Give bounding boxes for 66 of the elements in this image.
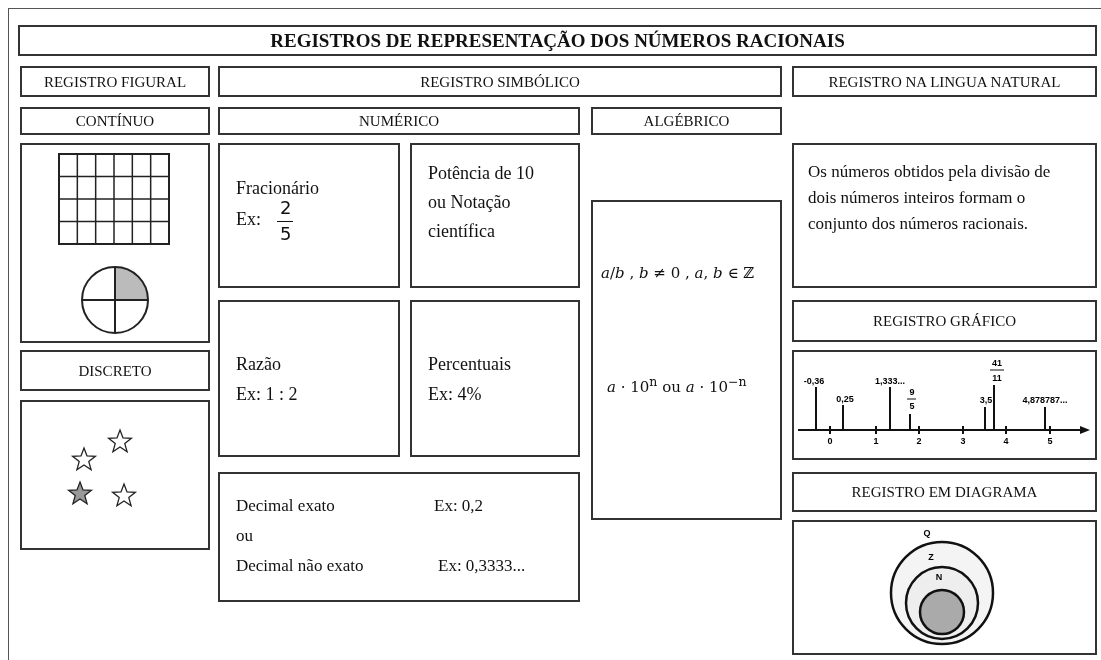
- fraction-numerator: 2: [280, 197, 292, 218]
- figure-panel: [20, 400, 210, 550]
- number-label: 9: [909, 387, 915, 397]
- category-label: Decimal exato: [236, 496, 335, 516]
- column-header: ALGÉBRICO: [642, 112, 731, 130]
- example-label: Ex: 1 : 2: [236, 384, 298, 405]
- header-box: [20, 350, 210, 391]
- formula: a · 10$^{n}$ ou a · 10$^{−n}$: [607, 374, 747, 396]
- example-label: Ex: 0,2: [434, 496, 484, 516]
- column-header: REGISTRO GRÁFICO: [872, 312, 1017, 330]
- set-label: Z: [928, 552, 934, 562]
- definition-card: [792, 143, 1097, 288]
- column-header: REGISTRO EM DIAGRAMA: [850, 483, 1039, 501]
- category-label: Decimal não exato: [236, 556, 364, 576]
- column-header: CONTÍNUO: [74, 112, 156, 130]
- connective-word: ou: [236, 526, 253, 546]
- header-box: [792, 66, 1097, 97]
- header-box: [792, 472, 1097, 512]
- number-line-panel: [792, 350, 1097, 460]
- set-label: Q: [923, 528, 931, 538]
- column-header: REGISTRO SIMBÓLICO: [419, 73, 581, 90]
- header-box: [20, 107, 210, 135]
- example-card: [218, 143, 400, 288]
- number-label: 41: [992, 358, 1002, 368]
- example-card: [218, 300, 400, 457]
- example-label: Ex: 4%: [428, 384, 482, 405]
- fraction-denominator: 5: [280, 223, 292, 244]
- number-label: 5: [909, 401, 915, 411]
- category-label: Razão: [236, 354, 281, 375]
- example-card: [218, 472, 580, 602]
- number-label: 3,5: [979, 395, 993, 405]
- formula: a/b , b ≠ 0 , a, b ∈ ℤ: [601, 264, 755, 282]
- set-label: N: [935, 572, 943, 582]
- example-card: [410, 143, 580, 288]
- title: REGISTROS DE REPRESENTAÇÃO DOS NÚMEROS RACIONAIS: [269, 30, 846, 52]
- header-box: [792, 300, 1097, 342]
- category-label: Percentuais: [428, 354, 511, 375]
- definition-text: Os números obtidos pela divisão de dois números inteiros formam o conjunto dos números racionais.: [808, 161, 1052, 235]
- figure-panel: [20, 143, 210, 343]
- number-label: 3: [960, 436, 966, 446]
- formula-card: [591, 200, 782, 520]
- figure-panel: [792, 520, 1097, 655]
- example-label: Ex: 0,3333...: [438, 556, 526, 576]
- number-label: 1,333...: [875, 376, 905, 386]
- column-header: DISCRETO: [77, 362, 153, 379]
- number-label: 0,25: [836, 394, 854, 404]
- number-label: 5: [1047, 436, 1053, 446]
- number-label: 4,878787...: [1022, 395, 1068, 405]
- example-card: [410, 300, 580, 457]
- number-label: -0,36: [803, 376, 825, 386]
- column-header: REGISTRO FIGURAL: [42, 73, 188, 90]
- header-box: [218, 107, 580, 135]
- header-box: [591, 107, 782, 135]
- title-box: [18, 25, 1097, 56]
- number-label: 11: [992, 373, 1002, 383]
- header-box: [218, 66, 782, 97]
- column-header: REGISTRO NA LINGUA NATURAL: [827, 73, 1062, 90]
- number-label: 0: [827, 436, 833, 446]
- category-label: Fracionário: [236, 178, 319, 199]
- number-label: 2: [916, 436, 922, 446]
- header-box: [20, 66, 210, 97]
- column-header: NUMÉRICO: [358, 112, 440, 130]
- category-label: Potência de 10 ou Notação científica: [428, 162, 535, 243]
- number-label: 4: [1003, 436, 1009, 446]
- number-label: 1: [873, 436, 879, 446]
- example-label: Ex:: [236, 209, 261, 230]
